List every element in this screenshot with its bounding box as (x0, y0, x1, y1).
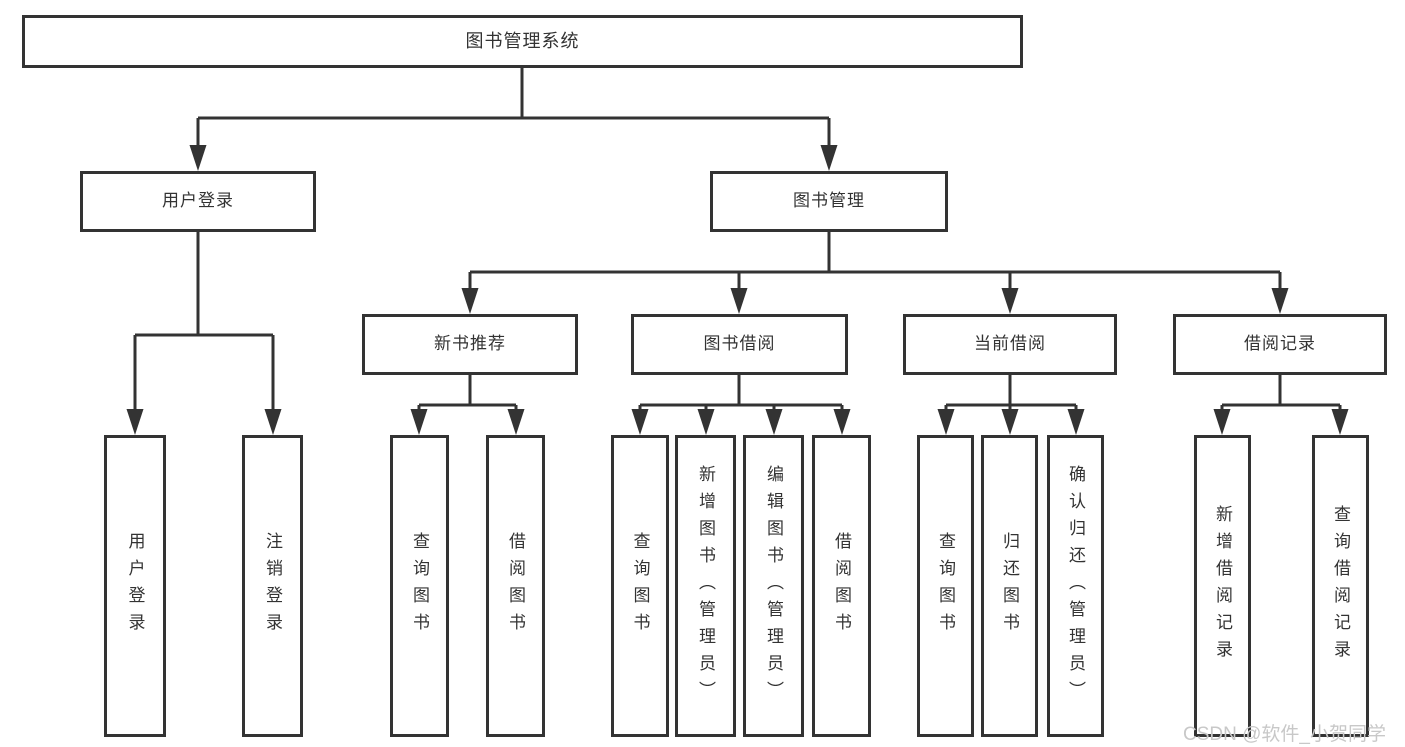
node-current-borrowing: 当前借阅 (903, 314, 1117, 375)
node-label: 查询借阅记录 (1331, 505, 1350, 667)
connector-book-mgmt-to-level3 (461, 232, 1289, 314)
connector-current-borrowing-to-leaves (937, 375, 1085, 435)
node-label: 注销登录 (263, 532, 282, 640)
node-leaf-user-login: 用户登录 (104, 435, 166, 737)
node-leaf-add-books-admin: 新增图书（管理员） (675, 435, 736, 737)
node-leaf-query-borrow-record: 查询借阅记录 (1312, 435, 1369, 737)
node-label: 新书推荐 (434, 334, 506, 354)
arrowhead (126, 409, 144, 435)
node-leaf-logout: 注销登录 (242, 435, 303, 737)
arrowhead (833, 409, 851, 435)
arrowhead (189, 145, 207, 171)
node-label: 借阅记录 (1244, 334, 1316, 354)
node-label: 图书管理系统 (465, 30, 580, 51)
node-book-borrowing: 图书借阅 (631, 314, 848, 375)
arrowhead (820, 145, 838, 171)
arrowhead (1271, 288, 1289, 314)
arrowhead (765, 409, 783, 435)
arrowhead (697, 409, 715, 435)
node-leaf-query-books-current: 查询图书 (917, 435, 974, 737)
arrowhead (937, 409, 955, 435)
node-label: 查询图书 (410, 532, 429, 640)
node-label: 查询图书 (630, 532, 650, 640)
connector-book-borrowing-to-leaves (631, 375, 851, 435)
node-label: 确认归还（管理员） (1066, 464, 1085, 708)
connector-user-login-to-leaves (126, 232, 282, 435)
arrowhead (631, 409, 649, 435)
node-label: 查询图书 (936, 532, 955, 640)
node-leaf-query-books-borrow: 查询图书 (611, 435, 669, 737)
node-label: 图书借阅 (703, 334, 776, 354)
node-borrow-records: 借阅记录 (1173, 314, 1387, 375)
connector-borrow-records-to-leaves (1213, 375, 1349, 435)
arrowhead (1001, 288, 1019, 314)
node-leaf-edit-books-admin: 编辑图书（管理员） (743, 435, 804, 737)
arrowhead (1331, 409, 1349, 435)
node-label: 用户登录 (125, 532, 145, 640)
node-label: 借阅图书 (506, 532, 525, 640)
node-leaf-borrow-books-rec: 借阅图书 (486, 435, 545, 737)
arrowhead (730, 288, 748, 314)
node-leaf-query-books-rec: 查询图书 (390, 435, 449, 737)
arrowhead (410, 409, 428, 435)
arrowhead (1001, 409, 1019, 435)
node-label: 编辑图书（管理员） (764, 464, 783, 708)
arrowhead (461, 288, 479, 314)
node-leaf-confirm-return-admin: 确认归还（管理员） (1047, 435, 1104, 737)
node-label: 归还图书 (1000, 532, 1019, 640)
node-leaf-add-borrow-record: 新增借阅记录 (1194, 435, 1251, 737)
arrowhead (264, 409, 282, 435)
connector-root-to-level2 (189, 68, 838, 171)
node-label: 借阅图书 (832, 532, 851, 640)
node-root-system: 图书管理系统 (22, 15, 1023, 68)
node-book-mgmt: 图书管理 (710, 171, 948, 232)
node-user-login: 用户登录 (80, 171, 316, 232)
arrowhead (1067, 409, 1085, 435)
connector-new-book-rec-to-leaves (410, 375, 525, 435)
node-label: 用户登录 (162, 191, 234, 211)
node-label: 当前借阅 (974, 334, 1046, 354)
node-leaf-return-books: 归还图书 (981, 435, 1038, 737)
node-label: 新增图书（管理员） (696, 464, 715, 708)
arrowhead (1213, 409, 1231, 435)
node-new-book-rec: 新书推荐 (362, 314, 578, 375)
csdn-watermark: CSDN @软件_小贺同学 (1183, 724, 1386, 745)
node-leaf-borrow-books: 借阅图书 (812, 435, 871, 737)
node-label: 图书管理 (793, 191, 865, 211)
arrowhead (507, 409, 525, 435)
node-label: 新增借阅记录 (1213, 505, 1232, 667)
